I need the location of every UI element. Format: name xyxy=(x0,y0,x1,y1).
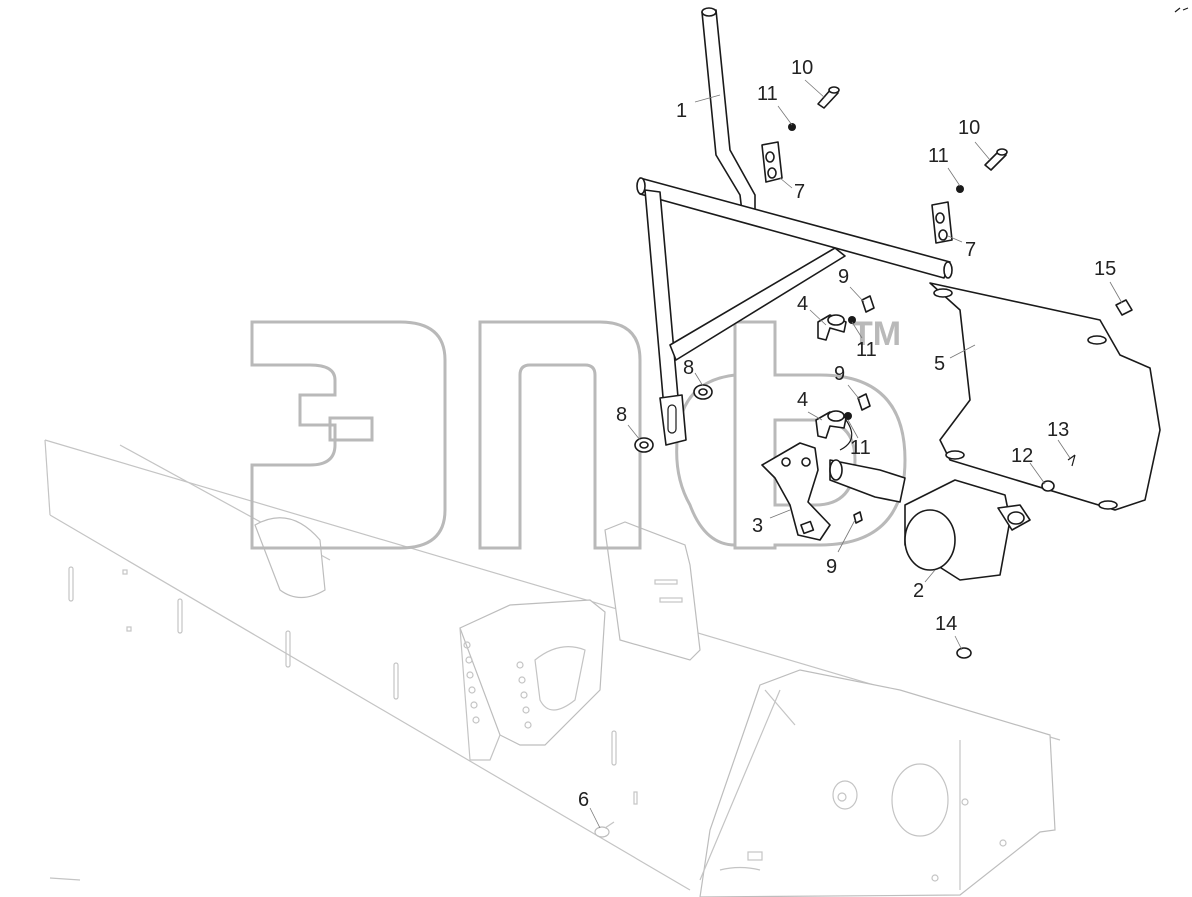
callout-3: 3 xyxy=(752,515,763,537)
callout-7-left: 7 xyxy=(794,181,805,203)
callout-6: 6 xyxy=(578,789,589,811)
callout-2: 2 xyxy=(913,580,924,602)
watermark-tm: TM xyxy=(852,315,901,353)
lever-arm-3 xyxy=(761,442,831,541)
pins-4-screws-9 xyxy=(815,295,875,524)
callout-numbers: 1 2 3 4 4 5 6 7 7 8 8 9 9 9 10 10 11 11 … xyxy=(578,57,1116,811)
actuator-2 xyxy=(829,459,1031,581)
clamp-7-right xyxy=(931,201,953,244)
callout-15: 15 xyxy=(1094,258,1116,280)
clamp-7-left xyxy=(761,141,783,183)
bolt-6 xyxy=(594,791,638,838)
handle-lever-frame xyxy=(636,7,953,446)
callout-11-b: 11 xyxy=(928,145,949,167)
leader-lines xyxy=(589,79,1123,829)
callout-14: 14 xyxy=(935,613,957,635)
callout-9-lower: 9 xyxy=(826,556,837,578)
bolts-10-nuts-11 xyxy=(788,86,1008,193)
callout-5: 5 xyxy=(934,353,945,375)
callout-13: 13 xyxy=(1047,419,1069,441)
callout-10-right: 10 xyxy=(958,117,980,139)
bracket-holes xyxy=(463,641,532,729)
corner-marks xyxy=(1174,7,1189,13)
mounting-plate-5 xyxy=(929,282,1161,659)
callout-10-left: 10 xyxy=(791,57,813,79)
callout-4-lower: 4 xyxy=(797,389,808,411)
callout-11-c: 11 xyxy=(856,339,877,361)
callout-11-a: 11 xyxy=(757,83,778,105)
callout-7-right: 7 xyxy=(965,239,976,261)
callout-9-upper: 9 xyxy=(838,266,849,288)
callout-8-upper: 8 xyxy=(683,357,694,379)
machine-frame-ghost xyxy=(44,439,1061,897)
callout-8-lower: 8 xyxy=(616,404,627,426)
callout-11-d: 11 xyxy=(850,437,871,459)
callout-1: 1 xyxy=(676,100,687,122)
frame-slots xyxy=(68,566,617,766)
washers-8 xyxy=(634,384,713,453)
callout-12: 12 xyxy=(1011,445,1033,467)
callout-9-middle: 9 xyxy=(834,363,845,385)
callout-4-upper: 4 xyxy=(797,293,808,315)
